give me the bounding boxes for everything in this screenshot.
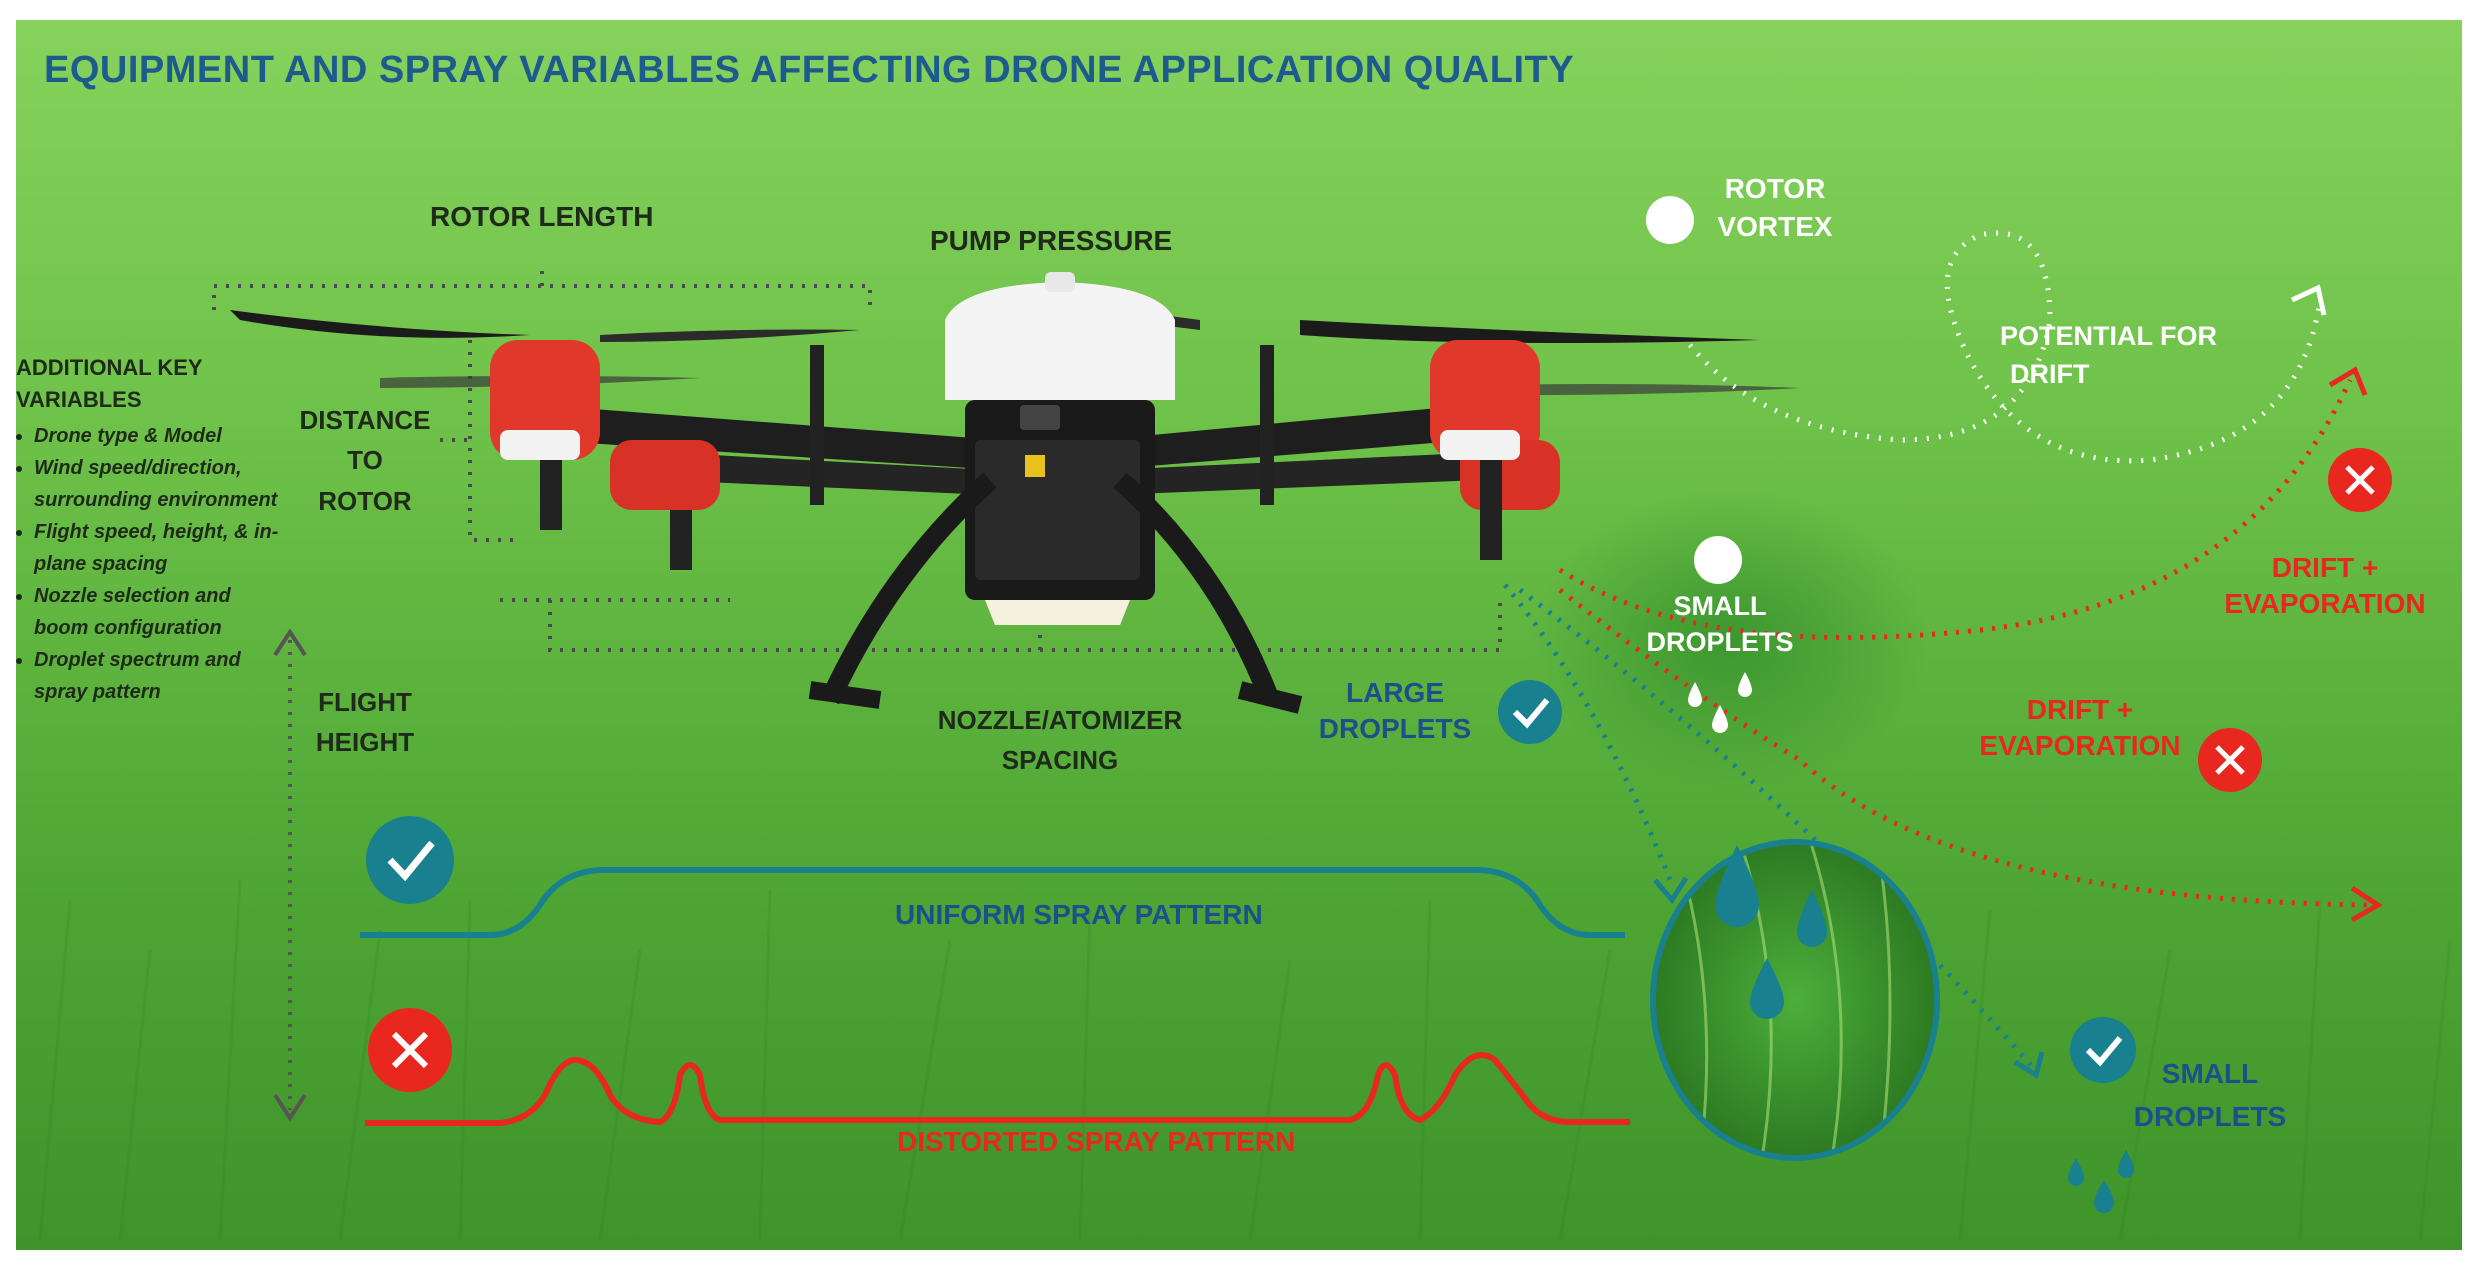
list-item: Flight speed, height, & in-plane spacing xyxy=(34,516,286,580)
list-item: Drone type & Model xyxy=(34,420,286,452)
large-droplet-arrowhead xyxy=(1653,876,1689,905)
list-item: Nozzle selection and boom configuration xyxy=(34,580,286,644)
nozzle-spacing-bracket xyxy=(500,598,1502,652)
drone-illustration xyxy=(230,272,1800,714)
nozzle-spacing-line-2: SPACING xyxy=(1001,745,1119,776)
nozzle-spacing-line-1: NOZZLE/ATOMIZER xyxy=(937,705,1183,735)
distorted-spray-line xyxy=(365,1052,1630,1126)
leaf-droplets xyxy=(1715,845,1827,1019)
rotor-vortex-label: ROTOR VORTEX xyxy=(1705,170,1845,246)
list-item: Droplet spectrum and spray pattern xyxy=(34,644,286,708)
droplet-fall-paths xyxy=(1503,583,2037,1072)
potential-drift-label: POTENTIAL FOR DRIFT xyxy=(2000,318,2217,394)
rotor-length-bracket xyxy=(212,270,872,310)
distorted-spray-pattern-label: DISTORTED SPRAY PATTERN xyxy=(897,1126,1296,1157)
cross-icon xyxy=(2328,448,2392,512)
small-droplets-top-line-1: SMALL xyxy=(1673,591,1767,621)
additional-key-variables: ADDITIONAL KEY VARIABLES Drone type & Mo… xyxy=(16,352,286,708)
diagram-title: EQUIPMENT AND SPRAY VARIABLES AFFECTING … xyxy=(44,49,1575,91)
potential-drift-line-2: DRIFT xyxy=(2010,358,2090,389)
uniform-spray-pattern-label: UNIFORM SPRAY PATTERN xyxy=(895,899,1263,930)
distance-to-rotor-bracket xyxy=(440,340,520,542)
drift-arrowhead-bottom xyxy=(2350,885,2383,923)
drift-evaporation-2-line-1: DRIFT + xyxy=(2026,694,2134,725)
large-droplets-line-1: LARGE xyxy=(1346,677,1444,708)
flight-height-arrow-bottom xyxy=(273,1093,307,1122)
flight-height-arrow-top xyxy=(273,628,307,657)
small-white-droplets xyxy=(1688,672,1752,733)
distance-to-rotor-label: DISTANCE TO ROTOR xyxy=(280,400,450,521)
small-droplets-top-line-2: DROPLETS xyxy=(1646,627,1794,658)
additional-heading-line-2: VARIABLES xyxy=(16,386,142,412)
drift-evaporation-label-2: DRIFT + EVAPORATION xyxy=(1960,692,2200,765)
small-droplets-bottom-line-1: SMALL xyxy=(2161,1058,2259,1089)
check-icon xyxy=(366,816,454,904)
small-droplets-bottom-line-2: DROPLETS xyxy=(2133,1101,2287,1133)
small-droplets-bottom-label: SMALL DROPLETS xyxy=(2125,1052,2295,1139)
grass-texture xyxy=(38,879,2452,1241)
additional-heading-line-1: ADDITIONAL KEY xyxy=(16,355,203,380)
small-droplet-arrowhead xyxy=(2013,1051,2045,1079)
flight-height-label: FLIGHT HEIGHT xyxy=(300,682,430,763)
additional-heading: ADDITIONAL KEY VARIABLES xyxy=(16,352,286,416)
drift-arrowhead-top xyxy=(2328,366,2368,396)
cross-icon xyxy=(368,1008,452,1092)
vortex-arrowhead xyxy=(2290,284,2327,316)
small-droplets-top-label: SMALL DROPLETS xyxy=(1630,588,1810,661)
small-droplets-marker xyxy=(1694,536,1742,584)
drift-evaporation-1-line-1: DRIFT + xyxy=(2271,552,2379,583)
large-droplets-label: LARGE DROPLETS xyxy=(1310,675,1480,748)
drift-evaporation-1-line-2: EVAPORATION xyxy=(2224,588,2426,620)
pump-pressure-label: PUMP PRESSURE xyxy=(930,225,1173,256)
small-blue-droplets xyxy=(2068,1150,2134,1213)
nozzle-spacing-label: NOZZLE/ATOMIZER SPACING xyxy=(925,700,1195,781)
potential-drift-line-1: POTENTIAL FOR xyxy=(2000,321,2218,351)
flight-height-line-2: HEIGHT xyxy=(315,727,415,758)
droplet-glow xyxy=(1530,490,1930,790)
flight-height-line-1: FLIGHT xyxy=(318,687,412,717)
distance-to-rotor-line-1: DISTANCE TO xyxy=(299,405,431,476)
uniform-spray-line xyxy=(360,867,1625,938)
distance-to-rotor-line-2: ROTOR xyxy=(318,485,412,516)
check-icon xyxy=(2070,1017,2136,1083)
cross-icon xyxy=(2198,728,2262,792)
rotor-vortex-line-1: ROTOR xyxy=(1724,173,1826,204)
additional-variables-list: Drone type & Model Wind speed/direction,… xyxy=(16,420,286,708)
drift-evaporation-label-1: DRIFT + EVAPORATION xyxy=(2210,550,2440,623)
drift-evaporation-2-line-2: EVAPORATION xyxy=(1979,730,2181,762)
drift-paths xyxy=(1558,378,2371,908)
rotor-vortex-marker xyxy=(1646,196,1694,244)
large-droplets-line-2: DROPLETS xyxy=(1318,713,1472,745)
rotor-vortex-line-2: VORTEX xyxy=(1717,210,1833,242)
list-item: Wind speed/direction, surrounding enviro… xyxy=(34,452,286,516)
check-icon xyxy=(1498,680,1562,744)
rotor-length-label: ROTOR LENGTH xyxy=(430,201,654,232)
